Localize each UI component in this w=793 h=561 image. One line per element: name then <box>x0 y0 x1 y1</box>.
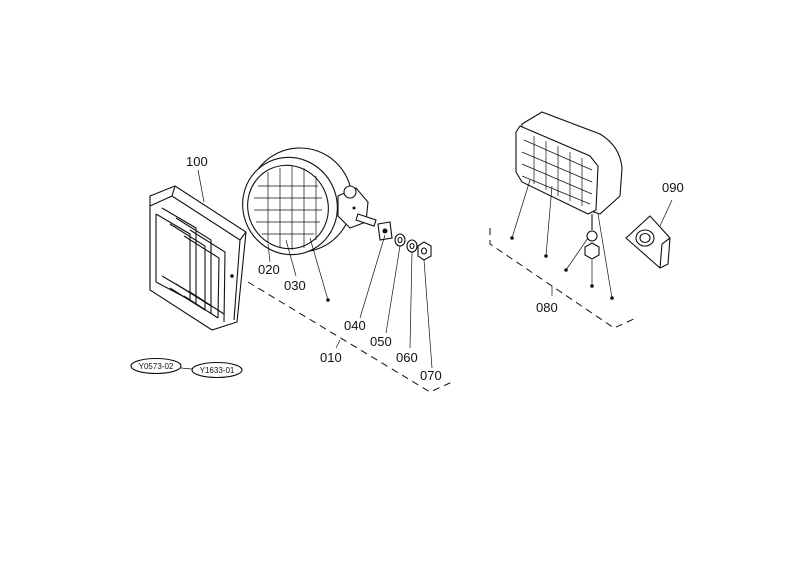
leader-100 <box>197 169 205 203</box>
label-090: 090 <box>662 180 684 195</box>
leader-010 <box>335 339 341 349</box>
group-bracket-080 <box>489 228 637 329</box>
round-work-lamp <box>242 147 377 256</box>
label-080: 080 <box>536 300 558 315</box>
label-100: 100 <box>186 154 208 169</box>
label-070: 070 <box>420 368 442 383</box>
label-060: 060 <box>396 350 418 365</box>
label-050: 050 <box>370 334 392 349</box>
reference-codes: Y0573-02 Y1633-01 <box>130 357 243 379</box>
mounting-hardware <box>267 221 433 369</box>
guard-grille <box>149 185 247 331</box>
label-010: 010 <box>320 350 342 365</box>
ref-code-2: Y1633-01 <box>200 366 235 375</box>
label-020: 020 <box>258 262 280 277</box>
rectangular-work-lamp <box>510 111 623 300</box>
mounting-bracket-plate <box>625 199 673 269</box>
label-040: 040 <box>344 318 366 333</box>
ref-code-1: Y0573-02 <box>139 362 174 371</box>
label-030: 030 <box>284 278 306 293</box>
group-bracket-010 <box>247 281 453 393</box>
